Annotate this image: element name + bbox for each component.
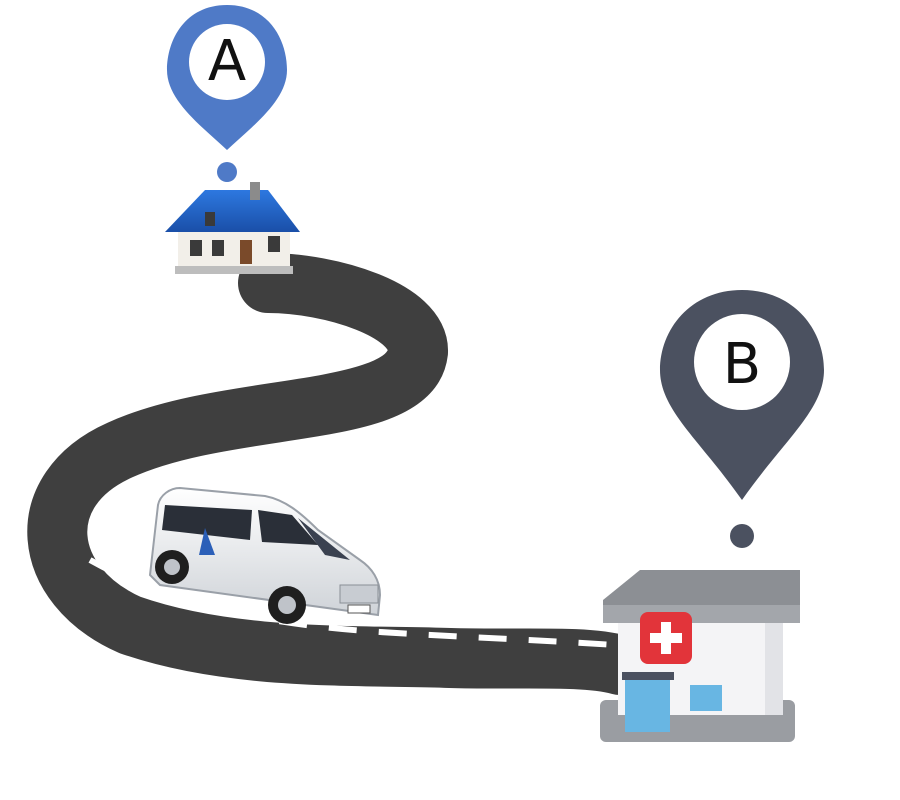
road — [27, 253, 650, 695]
clinic-icon — [600, 570, 800, 742]
marker-a-dot — [217, 162, 237, 182]
marker-a-inner — [189, 24, 265, 100]
house-icon — [165, 182, 300, 274]
marker-b-letter: B — [723, 332, 761, 397]
marker-b-inner — [694, 314, 790, 410]
clinic-window — [690, 685, 722, 711]
marker-b: B — [660, 290, 824, 548]
marker-a: A — [167, 5, 287, 182]
van-icon — [148, 486, 382, 624]
road-surface — [27, 253, 650, 695]
road-center-dashes — [88, 557, 616, 648]
marker-a-letter: A — [208, 29, 246, 94]
marker-b-dot — [730, 524, 754, 548]
clinic-door — [625, 678, 670, 732]
